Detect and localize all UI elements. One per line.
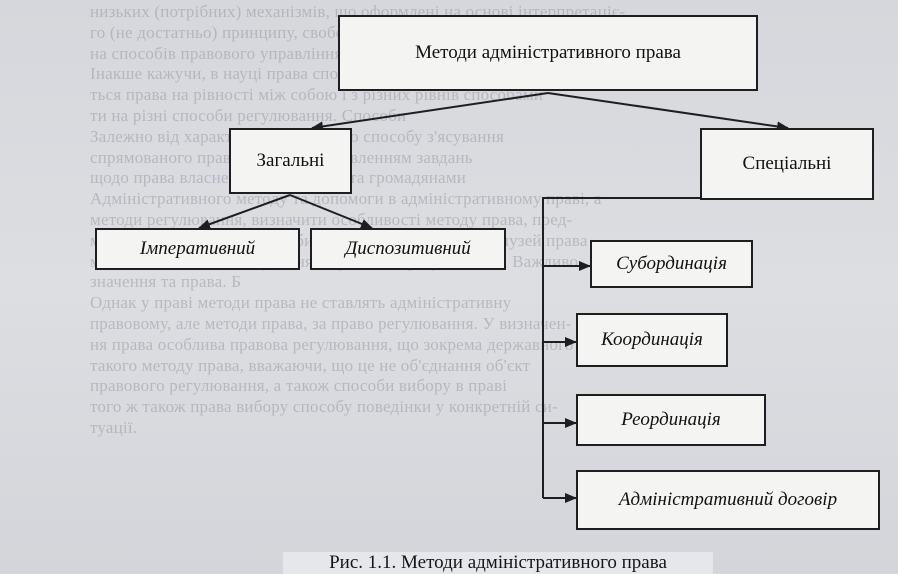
node-special: Спеціальні xyxy=(700,128,874,200)
background-line: ня права особлива правова регулювання, щ… xyxy=(90,334,574,354)
node-general: Загальні xyxy=(229,128,352,194)
node-imperative: Імперативний xyxy=(95,228,300,270)
figure-caption: Рис. 1.1. Методи адміністративного права xyxy=(283,552,713,574)
node-coordination: Координація xyxy=(576,313,728,367)
arrow-general-to-imperative xyxy=(198,194,291,229)
node-reordination-label: Реординація xyxy=(621,409,721,430)
arrow-root-to-general xyxy=(311,92,549,132)
background-line: правового регулювання, а також способи в… xyxy=(90,376,508,396)
background-line: правовому, але методи права, за право ре… xyxy=(90,313,572,333)
node-dispositive: Диспозитивний xyxy=(310,228,506,270)
background-line: туації. xyxy=(90,417,138,437)
arrow-root-to-special xyxy=(547,92,789,132)
background-line: Однак у праві методи права не ставлять а… xyxy=(90,293,512,313)
node-special-label: Спеціальні xyxy=(742,153,832,174)
node-root: Методи адміністративного права xyxy=(338,15,758,91)
node-subordination: Субординація xyxy=(590,240,753,288)
node-imperative-label: Імперативний xyxy=(139,238,256,259)
node-admin-contract-label: Адміністративний договір xyxy=(618,489,838,510)
node-general-label: Загальні xyxy=(256,150,325,171)
node-subordination-label: Субординація xyxy=(616,253,727,274)
node-dispositive-label: Диспозитивний xyxy=(345,238,471,259)
node-root-label: Методи адміністративного права xyxy=(415,42,681,63)
node-coordination-label: Координація xyxy=(601,329,703,350)
node-reordination: Реординація xyxy=(576,394,766,446)
background-line: такого методу права, вважаючи, що це не … xyxy=(90,355,531,375)
background-line: того ж також права вибору способу поведі… xyxy=(90,397,558,417)
background-line: Адміністративного методу та допомоги в а… xyxy=(90,189,602,209)
arrow-general-to-dispositive xyxy=(289,194,373,229)
background-line: значення та права. Б xyxy=(90,272,242,292)
node-admin-contract: Адміністративний договір xyxy=(576,470,880,530)
connector-special-spine xyxy=(542,197,700,498)
background-line: ти на різні способи регулювання. Способи xyxy=(90,105,407,125)
